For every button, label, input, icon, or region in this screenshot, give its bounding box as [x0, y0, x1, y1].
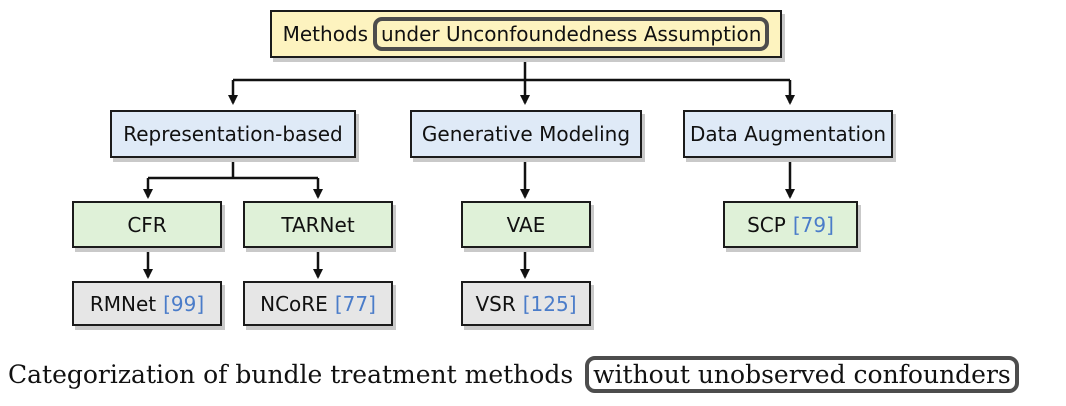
method-name: SCP: [747, 212, 786, 237]
root-node: Methods under Unconfoundedness Assumptio…: [270, 10, 782, 58]
reference-name: VSR: [475, 291, 516, 316]
figure-caption: Categorization of bundle treatment metho…: [8, 356, 1019, 393]
root-text: Methods: [282, 22, 369, 46]
root-highlight: under Unconfoundedness Assumption: [373, 17, 770, 51]
reference-rmnet: RMNet [99]: [72, 281, 222, 326]
category-representation-based: Representation-based: [110, 110, 356, 158]
caption-text: Categorization of bundle treatment metho…: [8, 360, 574, 389]
reference-vsr: VSR [125]: [461, 281, 591, 326]
caption-highlight: without unobserved confounders: [585, 356, 1019, 393]
method-name: VAE: [506, 212, 546, 237]
method-vae: VAE: [461, 201, 591, 248]
category-data-augmentation: Data Augmentation: [683, 110, 893, 158]
category-label: Data Augmentation: [689, 122, 887, 146]
reference-name: NCoRE: [260, 291, 328, 316]
method-name: CFR: [127, 212, 167, 237]
method-scp: SCP [79]: [723, 201, 858, 248]
category-label: Generative Modeling: [421, 122, 631, 146]
method-citation: [79]: [792, 212, 834, 237]
method-tarnet: TARNet: [243, 201, 393, 248]
method-name: TARNet: [281, 212, 355, 237]
reference-name: RMNet: [89, 291, 157, 316]
method-cfr: CFR: [72, 201, 222, 248]
category-generative-modeling: Generative Modeling: [410, 110, 642, 158]
reference-citation: [77]: [334, 291, 376, 316]
category-label: Representation-based: [123, 122, 343, 146]
reference-ncore: NCoRE [77]: [243, 281, 393, 326]
reference-citation: [125]: [522, 291, 577, 316]
reference-citation: [99]: [163, 291, 205, 316]
